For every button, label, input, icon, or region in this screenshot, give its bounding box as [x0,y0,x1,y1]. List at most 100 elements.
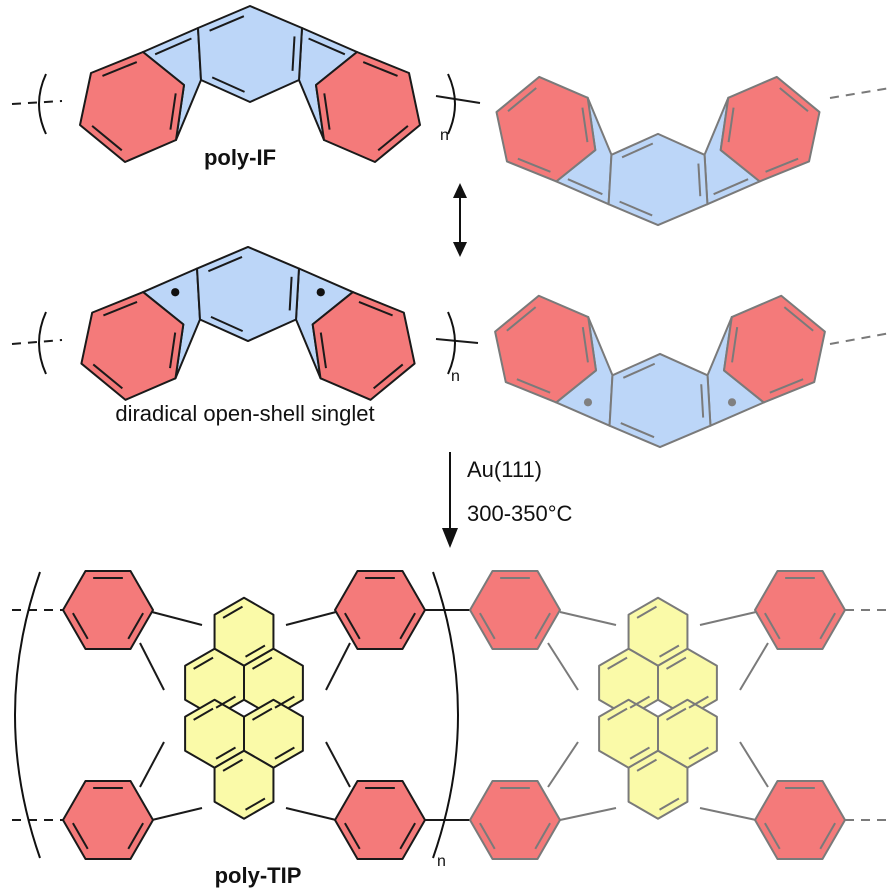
double-bond [567,178,603,196]
double-bond [362,61,398,77]
chain-dash [11,100,63,105]
repeat-bracket-right [432,571,459,859]
chain-dash [829,332,891,345]
benzene-ring [754,570,846,650]
benzene-ring [62,570,154,650]
double-bond [779,87,809,112]
double-bond [622,362,656,379]
radical-dot [171,288,180,297]
bond [325,741,351,788]
outer-benzene-ring [315,51,421,163]
substrate-label: Au(111) [467,457,542,482]
double-bond [534,612,551,640]
double-bond [399,612,416,640]
bond [285,611,337,626]
double-bond [222,605,243,619]
double-bond [479,612,496,640]
poly-tip-label: poly-TIP [215,863,302,888]
benzene-ring [754,780,846,860]
reaction-arrow-head [442,528,458,548]
double-bond [344,822,361,850]
bond [559,807,617,821]
double-bond [666,656,687,670]
bond [139,741,165,788]
benzene-ring [334,780,426,860]
double-bond [245,797,266,811]
double-bond [700,384,705,418]
double-bond [245,644,266,658]
double-bond [154,37,192,56]
double-bond [581,107,589,143]
double-bond [517,157,551,173]
double-bond [727,107,735,143]
repeat-bracket-left [38,311,47,375]
bond [699,611,757,626]
bond [151,611,203,626]
central-benzene-ring [196,245,300,343]
poly-if-label: poly-IF [204,145,276,170]
bond [325,642,351,691]
bond [285,807,337,821]
double-bond [534,822,551,850]
double-bond [769,378,804,394]
outer-benzene-ring [80,291,185,401]
double-bond [344,612,361,640]
double-bond [479,822,496,850]
chain-dash [829,87,891,99]
double-bond [291,36,296,71]
double-bond [91,125,123,152]
bond [699,807,757,821]
poly-if-structure [11,5,891,227]
outer-benzene-ring [494,294,597,404]
double-bond [127,822,144,850]
double-bond [377,125,409,152]
double-bond [636,758,657,772]
double-bond [713,178,749,196]
resonance-arrow-head-up [453,183,467,198]
outer-benzene-ring [495,75,597,183]
bond [739,642,769,691]
double-bond [629,695,650,709]
double-bond [103,300,138,317]
benzene-ring [469,570,561,650]
outer-benzene-ring [311,291,416,401]
radical-dot [727,398,737,407]
double-bond [210,315,244,333]
central-benzene-ring [607,132,709,227]
double-bond [323,93,331,130]
double-bond [92,363,123,390]
double-bond [193,707,214,721]
double-bond [629,746,650,760]
double-bond [607,656,628,670]
double-bond [819,612,836,640]
bond [739,741,769,788]
double-bond [636,605,657,619]
double-bond [127,612,144,640]
bond [151,807,203,821]
double-bond [764,612,781,640]
benzene-ring [469,780,561,860]
double-bond [507,87,537,112]
double-bond [688,746,709,760]
double-bond [581,326,589,363]
central-benzene-ring [608,352,712,449]
repeat-subscript-top: n [440,127,449,144]
repeat-bracket-left [14,571,41,859]
outer-benzene-ring [79,51,185,163]
double-bond [169,93,177,130]
double-bond [319,332,327,369]
bond [139,642,165,691]
bond [547,741,579,788]
double-bond [731,326,739,363]
double-bond [373,363,404,390]
double-bond [516,378,551,394]
double-bond [72,612,89,640]
double-bond [819,822,836,850]
double-bond [209,15,245,32]
double-bond [506,306,537,332]
double-bond [659,644,680,658]
double-bond [169,332,177,369]
radical-dot [583,398,593,407]
double-bond [193,656,214,670]
